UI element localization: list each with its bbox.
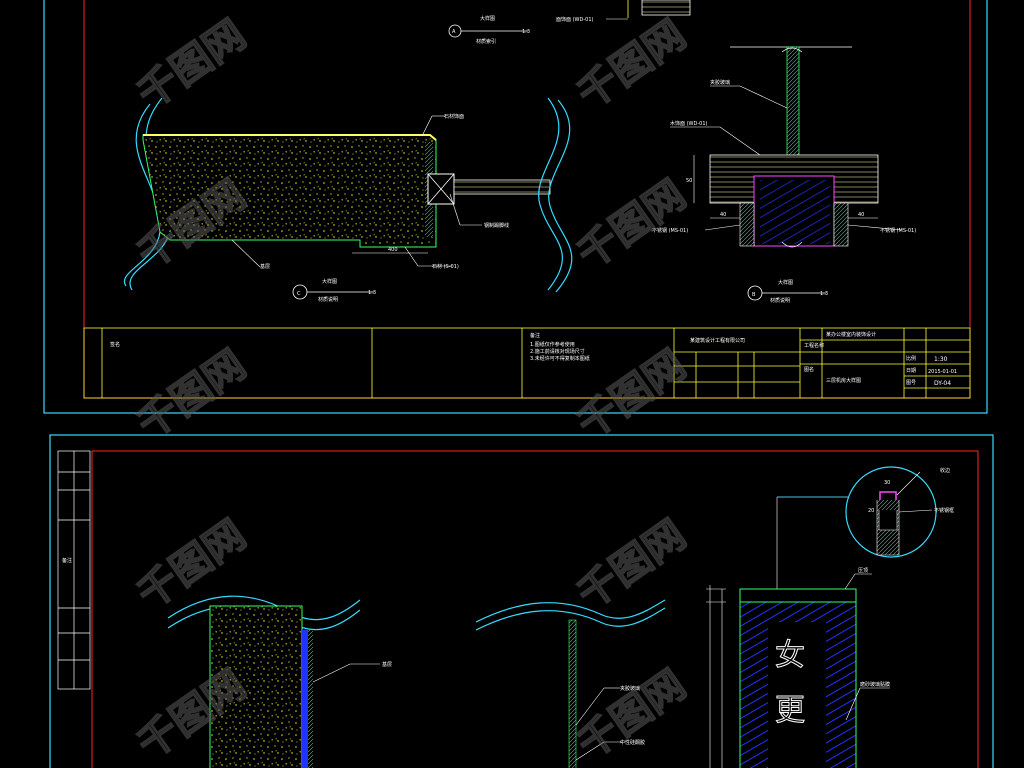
tb-sign-label: 签名 xyxy=(110,341,120,348)
label-s01: 石材 (S-01) xyxy=(432,263,459,270)
detail-a-sub: 材质索引 xyxy=(476,38,496,45)
tb-notes-label: 备注 xyxy=(530,332,540,339)
tb-drawing: 三层机房大样图 xyxy=(826,377,861,384)
watermark: 千图网 xyxy=(569,172,694,279)
label-glass: 夹胶玻璃 xyxy=(710,79,730,86)
sheet-bottom: 备注 基层 夹胶玻璃 中性硅酮胶 30 xyxy=(49,434,994,768)
label-dim-40-left: 40 xyxy=(720,212,726,218)
label-base: 基层 xyxy=(260,263,270,270)
watermark: 千图网 xyxy=(129,512,254,619)
sheet-bottom-outer-border xyxy=(49,434,994,768)
bottom-label-base: 基层 xyxy=(382,661,392,668)
detail-a-marker: A xyxy=(452,29,456,35)
tb-project-label: 工程名称 xyxy=(804,342,824,349)
label-dim-50: 50 xyxy=(686,178,692,184)
watermark: 千图网 xyxy=(569,512,694,619)
label-wd01-right: 木饰面 (WD-01) xyxy=(670,120,708,127)
detail-b-title: 大样图 xyxy=(778,279,793,286)
sheet-top: A 大样图 1:3 材质索引 面饰面 (WD-01) xyxy=(43,0,988,414)
bubble-label-trim: 收边 xyxy=(940,467,950,474)
detail-a-scale: 1:3 xyxy=(522,29,530,35)
detail-c-drawing: 石材饰面 钢制踢脚线 400 石材 (S-01) 基层 C 大样图 1:3 材质… xyxy=(123,97,573,303)
tb-note-3: 3.未经许可不得复制本图纸 xyxy=(530,355,590,362)
sheet-bottom-inner-border xyxy=(91,450,979,768)
tb-no-label: 图号 xyxy=(906,380,916,386)
detail-a-callout: A 大样图 1:3 材质索引 xyxy=(448,15,530,45)
detail-b-scale: 1:3 xyxy=(820,291,828,297)
label-dim-40-right: 40 xyxy=(858,212,864,218)
tb-scale: 1:30 xyxy=(934,356,948,363)
bottom-middle-section: 夹胶玻璃 中性硅酮胶 xyxy=(475,599,666,768)
watermark: 千图网 xyxy=(569,12,694,119)
top-fragment: 面饰面 (WD-01) xyxy=(556,0,691,23)
side-column-table xyxy=(57,450,91,690)
label-steel: 钢制踢脚线 xyxy=(484,222,509,229)
tb-note-1: 1.图纸仅作参考使用 xyxy=(530,341,575,348)
label-wd01-top: 面饰面 (WD-01) xyxy=(556,16,594,23)
detail-c-marker: C xyxy=(297,291,301,297)
tb-drawing-label: 图名 xyxy=(804,366,814,373)
detail-b-sub: 材质说明 xyxy=(770,297,790,304)
watermark: 千图网 xyxy=(129,12,254,119)
detail-c-title: 大样图 xyxy=(322,278,337,285)
bubble-dim-30: 30 xyxy=(884,480,890,486)
tb-scale-label: 比例 xyxy=(906,355,916,362)
sign-label-panel: 磨砂玻璃贴膜 xyxy=(860,681,890,688)
watermark: 千图网 xyxy=(129,342,254,449)
sheet-top-outer-border xyxy=(43,0,988,414)
label-ms01-right: 不锈钢 (MS-01) xyxy=(880,227,916,234)
tb-note-2: 2.施工前请核对现场尺寸 xyxy=(530,348,585,355)
watermark: 千图网 xyxy=(569,662,694,768)
bottom-right-sign: 30 20 收边 不锈钢框 女 更 压顶 磨砂玻璃贴膜 xyxy=(706,466,954,768)
sign-char-1: 女 xyxy=(775,638,805,673)
tb-date-label: 日期 xyxy=(906,368,916,374)
bubble-label-frame: 不锈钢框 xyxy=(934,507,954,514)
detail-b-marker: B xyxy=(752,292,756,298)
sign-label-cap: 压顶 xyxy=(858,568,868,574)
bottom-left-section: 基层 xyxy=(167,595,392,768)
bubble-dim-20: 20 xyxy=(868,508,874,514)
detail-a-title: 大样图 xyxy=(480,15,495,22)
sign-char-2: 更 xyxy=(775,693,805,728)
tb-project: 某办公楼室内装饰设计 xyxy=(826,331,876,338)
tb-no: DY-04 xyxy=(934,380,951,387)
tb-date: 2015-01-01 xyxy=(928,369,957,375)
bottom-label-glass: 夹胶玻璃 xyxy=(620,685,640,692)
title-block xyxy=(83,327,971,399)
detail-b-drawing: 50 40 40 夹胶玻璃 木饰面 (WD-01) 不锈钢 (MS-01) 不锈… xyxy=(652,46,916,304)
label-stone: 石材饰面 xyxy=(444,113,464,120)
detail-c-scale: 1:3 xyxy=(368,290,376,296)
bottom-label-sealant: 中性硅酮胶 xyxy=(620,739,645,746)
detail-c-sub: 材质说明 xyxy=(318,296,338,303)
tb-company: 某建筑设计工程有限公司 xyxy=(690,337,745,344)
label-dim-400: 400 xyxy=(388,247,398,253)
label-ms01-left: 不锈钢 (MS-01) xyxy=(652,227,688,234)
side-label: 备注 xyxy=(62,557,72,564)
